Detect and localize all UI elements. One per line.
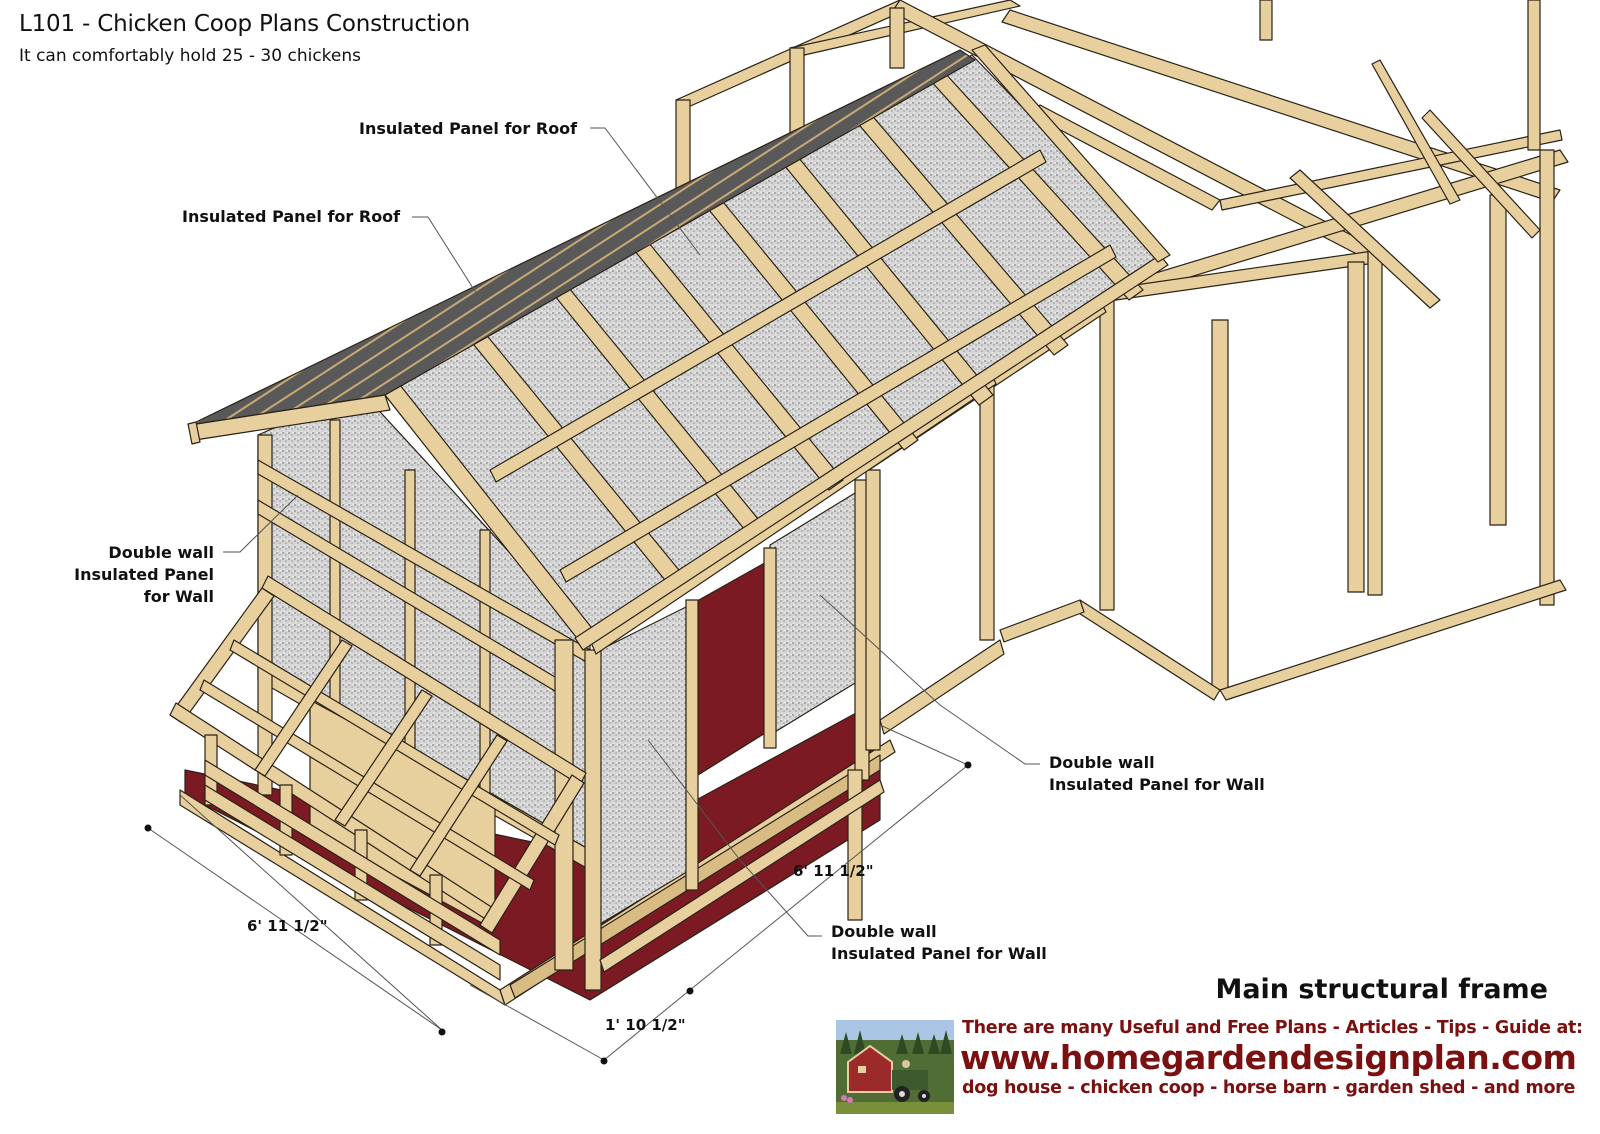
run-frame	[675, 0, 1569, 735]
dimension-nest-box-depth: 1' 10 1/2"	[605, 1016, 686, 1034]
banner-website-link[interactable]: www.homegardendesignplan.com	[960, 1038, 1577, 1077]
banner-tagline: There are many Useful and Free Plans - A…	[962, 1018, 1583, 1038]
banner-categories: dog house - chicken coop - horse barn - …	[962, 1078, 1576, 1098]
banner-thumbnail-image	[836, 1020, 954, 1114]
callout-right-wall: Double wall Insulated Panel for Wall	[1049, 752, 1265, 796]
callout-front-wall-line1: Double wall	[831, 922, 937, 941]
callout-roof-panel-upper: Insulated Panel for Roof	[359, 119, 578, 138]
section-title: Main structural frame	[1215, 974, 1548, 1005]
plan-capacity-note: It can comfortably hold 25 - 30 chickens	[19, 46, 361, 66]
plan-title: L101 - Chicken Coop Plans Construction	[19, 11, 471, 37]
dimension-left-width: 6' 11 1/2"	[247, 917, 328, 935]
callout-front-wall: Double wall Insulated Panel for Wall	[831, 921, 1047, 965]
dimension-right-length: 6' 11 1/2"	[793, 862, 874, 880]
callout-right-wall-line2: Insulated Panel for Wall	[1049, 775, 1265, 794]
callout-left-wall-line1: Double wall	[108, 543, 214, 562]
nest-box-lid	[169, 575, 587, 981]
roof-right-slope	[384, 44, 1171, 651]
callout-front-wall-line2: Insulated Panel for Wall	[831, 944, 1047, 963]
callout-right-wall-line1: Double wall	[1049, 753, 1155, 772]
callout-left-wall-line2: Insulated Panel	[74, 565, 214, 584]
roof-left-slope	[187, 49, 976, 445]
callout-left-wall: Double wall Insulated Panel for Wall	[40, 542, 214, 608]
dimension-endpoints	[144, 761, 972, 1065]
dimension-lines	[147, 127, 1040, 1061]
website-banner[interactable]: There are many Useful and Free Plans - A…	[836, 1016, 1583, 1116]
callout-left-wall-line3: for Wall	[143, 587, 214, 606]
callout-roof-panel-lower: Insulated Panel for Roof	[182, 207, 401, 226]
